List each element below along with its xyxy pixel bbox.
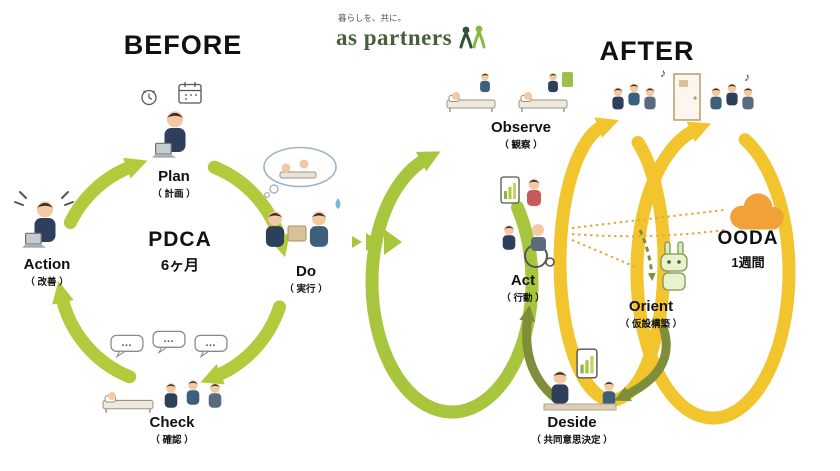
alert-marks-icon — [14, 191, 74, 206]
person-icon — [551, 370, 569, 404]
orient-robot-illustration — [660, 241, 688, 291]
person-icon — [265, 211, 285, 247]
person-icon — [726, 83, 738, 106]
step-plan-sub: （ 計画 ） — [152, 189, 196, 200]
person-icon — [502, 225, 516, 250]
action-illustration — [14, 191, 74, 249]
step-deside: Deside （ 共同意思決定 ） — [502, 414, 642, 446]
before-title: BEFORE — [123, 30, 243, 60]
person-icon — [186, 380, 200, 405]
music-note: ♪ — [660, 66, 666, 80]
wheelchair-icon — [524, 224, 555, 268]
bubble-dots: … — [163, 333, 175, 345]
ooda-name: OODA — [717, 228, 779, 249]
sweat-drop-icon — [335, 198, 341, 209]
step-observe: Observe （ 観察 ） — [461, 119, 581, 151]
plant-icon — [562, 72, 573, 87]
person-icon — [742, 87, 754, 110]
step-observe-label: Observe — [490, 119, 552, 136]
step-do-sub: （ 実行 ） — [284, 284, 328, 295]
step-do: Do （ 実行 ） — [246, 263, 366, 295]
step-action-label: Action — [23, 256, 71, 273]
pdca-name: PDCA — [148, 228, 212, 251]
step-deside-sub: （ 共同意思決定 ） — [531, 435, 613, 446]
bubble-dots: … — [121, 337, 133, 349]
brand-logo: 暮らしを、共に。 as partners — [336, 12, 488, 49]
pdca-duration: 6ヶ月 — [160, 257, 200, 274]
step-orient-label: Orient — [628, 298, 674, 315]
step-orient: Orient （ 仮設構築 ） — [591, 298, 711, 330]
plan-illustration — [141, 82, 202, 159]
person-icon — [164, 383, 178, 408]
brand-tagline: 暮らしを、共に。 — [338, 13, 407, 23]
clock-icon — [141, 89, 157, 106]
step-check-label: Check — [149, 414, 195, 431]
box-icon — [287, 225, 307, 242]
pdca-center: PDCA 6ヶ月 — [120, 228, 240, 275]
step-deside-label: Deside — [547, 414, 597, 431]
observe-illustration — [446, 72, 573, 112]
step-observe-sub: （ 観察 ） — [499, 140, 543, 151]
step-act: Act （ 行動 ） — [463, 272, 583, 304]
step-do-label: Do — [296, 263, 316, 280]
person-icon — [710, 87, 722, 110]
cloud-icon — [730, 193, 784, 230]
step-check-sub: （ 確認 ） — [150, 435, 194, 446]
person-icon — [644, 87, 656, 110]
chart-tablet-icon — [576, 348, 598, 379]
tablet-icon — [500, 176, 520, 204]
dotted-cloud-links — [571, 209, 725, 269]
bubble-dots: … — [205, 337, 217, 349]
calendar-icon — [178, 82, 202, 104]
step-action-sub: （ 改善 ） — [25, 277, 69, 288]
person-icon — [612, 87, 624, 110]
person-icon — [628, 83, 640, 106]
after-group-illustration — [612, 73, 754, 121]
person-icon — [208, 383, 222, 408]
music-note: ♪ — [744, 70, 750, 84]
step-act-sub: （ 行動 ） — [501, 293, 545, 304]
person-icon — [527, 178, 541, 206]
act-illustration — [500, 176, 555, 268]
brand-mark-icon — [459, 25, 486, 49]
person-icon — [309, 211, 329, 247]
orient-to-deside-arrow — [614, 325, 671, 402]
step-plan: Plan （ 計画 ） — [114, 168, 234, 200]
step-orient-sub: （ 仮設構築 ） — [619, 319, 683, 330]
step-check: Check （ 確認 ） — [112, 414, 232, 446]
person-icon — [480, 73, 490, 93]
do-illustration — [263, 146, 341, 247]
person-icon — [548, 73, 558, 93]
brand-name: as partners — [336, 25, 453, 50]
check-illustration — [102, 330, 228, 413]
deside-illustration — [543, 348, 617, 411]
after-title: AFTER — [599, 36, 695, 66]
ooda-center: OODA 1週間 — [706, 228, 790, 271]
step-act-label: Act — [510, 272, 536, 289]
transition-arrows-icon — [352, 229, 402, 255]
step-action: Action （ 改善 ） — [2, 256, 92, 288]
ooda-duration: 1週間 — [731, 255, 765, 270]
step-plan-label: Plan — [158, 168, 190, 185]
person-icon — [602, 381, 616, 406]
desk-icon — [543, 403, 617, 411]
